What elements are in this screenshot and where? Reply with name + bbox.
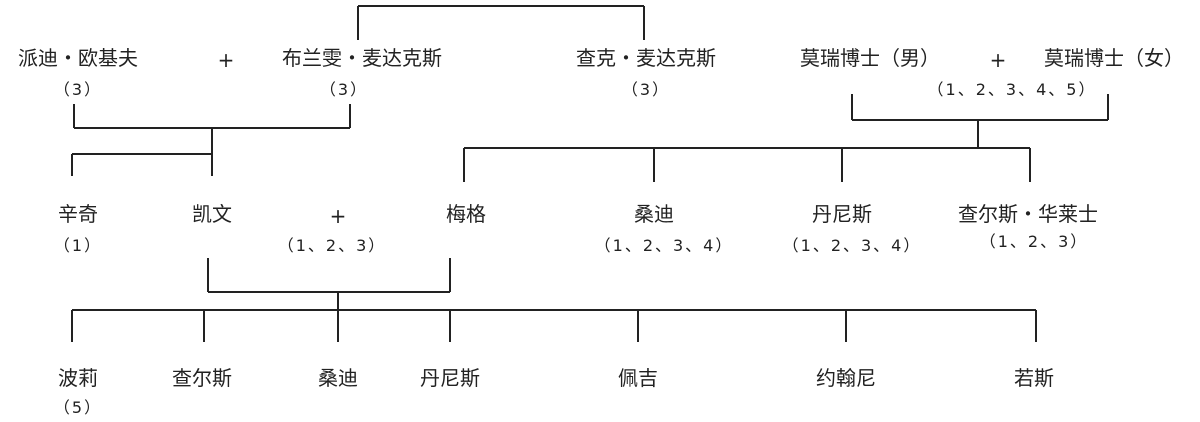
person-zach-maddox: 查克・麦达克斯: [576, 46, 716, 70]
person-charles: 查尔斯: [172, 366, 232, 390]
plus-sign-paddy-brigid: +: [217, 48, 235, 72]
person-johnny: 约翰尼: [816, 366, 876, 390]
book-note-chuck: （1）: [53, 236, 103, 255]
person-dr-murry-female: 莫瑞博士（女）: [1044, 46, 1184, 70]
book-note-brigid: （3）: [319, 80, 369, 99]
book-note-polly: （5）: [53, 398, 103, 417]
person-rosy: 若斯: [1014, 366, 1054, 390]
person-sandy-junior: 桑迪: [318, 366, 358, 390]
person-dennys: 丹尼斯: [812, 202, 872, 226]
person-brigid-maddox: 布兰雯・麦达克斯: [282, 46, 442, 70]
plus-sign-calvin-meg: +: [329, 204, 347, 228]
book-note-murry-couple: （1、2、3、4、5）: [927, 80, 1097, 99]
person-charles-wallace: 查尔斯・华莱士: [958, 202, 1098, 226]
book-note-sandy: （1、2、3、4）: [594, 236, 734, 255]
book-note-dennys: （1、2、3、4）: [782, 236, 922, 255]
person-paddy-okeefe: 派迪・欧基夫: [18, 46, 138, 70]
person-meg: 梅格: [446, 202, 486, 226]
person-dennys-junior: 丹尼斯: [420, 366, 480, 390]
book-note-calvin-meg: （1、2、3）: [277, 236, 387, 255]
person-sandy: 桑迪: [634, 202, 674, 226]
book-note-zach: （3）: [621, 80, 671, 99]
person-dr-murry-male: 莫瑞博士（男）: [800, 46, 940, 70]
person-chuck: 辛奇: [58, 202, 98, 226]
person-calvin: 凯文: [192, 202, 232, 226]
book-note-charles-wallace: （1、2、3）: [979, 232, 1089, 251]
plus-sign-murry: +: [989, 48, 1007, 72]
book-note-paddy: （3）: [53, 80, 103, 99]
person-peggy: 佩吉: [618, 366, 658, 390]
person-polly: 波莉: [58, 366, 98, 390]
